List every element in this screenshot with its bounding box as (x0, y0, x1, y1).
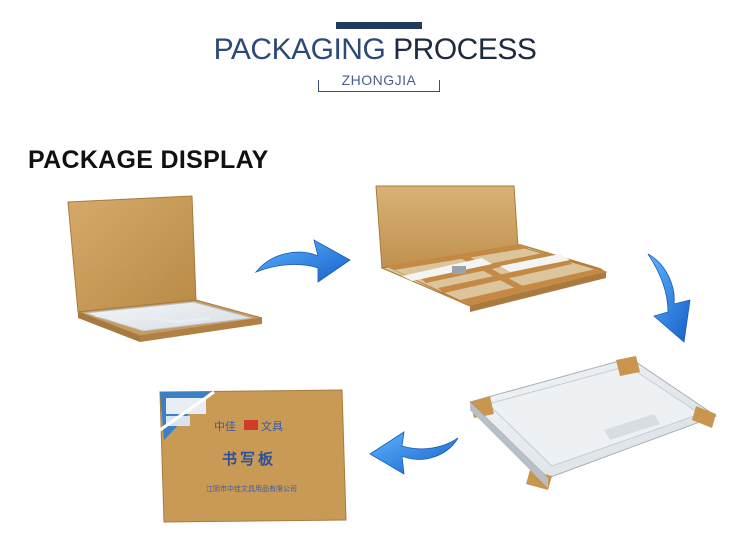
page-title: PACKAGING PROCESS (0, 33, 750, 67)
insert-box-image (375, 185, 608, 312)
carton-product: 书写板 (222, 450, 277, 468)
wrapped-board-image (469, 356, 718, 490)
header-accent-bar (336, 22, 422, 29)
page-title-part1: PACKAGING (213, 33, 386, 66)
arrow-down-icon (647, 253, 691, 343)
subtitle-frame: ZHONGJIA (318, 72, 440, 92)
carton-company: 江阴市中佳文具用品有限公司 (206, 485, 297, 493)
section-title: PACKAGE DISPLAY (28, 146, 269, 174)
subtitle-box (318, 80, 440, 92)
page-title-part2: PROCESS (393, 33, 537, 66)
arrow-left-icon (369, 431, 459, 475)
open-box-image (67, 195, 263, 342)
carton-brand-line: 中佳 文具 (214, 418, 294, 434)
carton-brand-suffix: 文具 (261, 420, 283, 433)
printed-carton-image (159, 389, 347, 523)
subtitle: ZHONGJIA (341, 72, 417, 88)
carton-brand: 中佳 (214, 420, 236, 433)
arrow-right-icon (254, 239, 351, 283)
